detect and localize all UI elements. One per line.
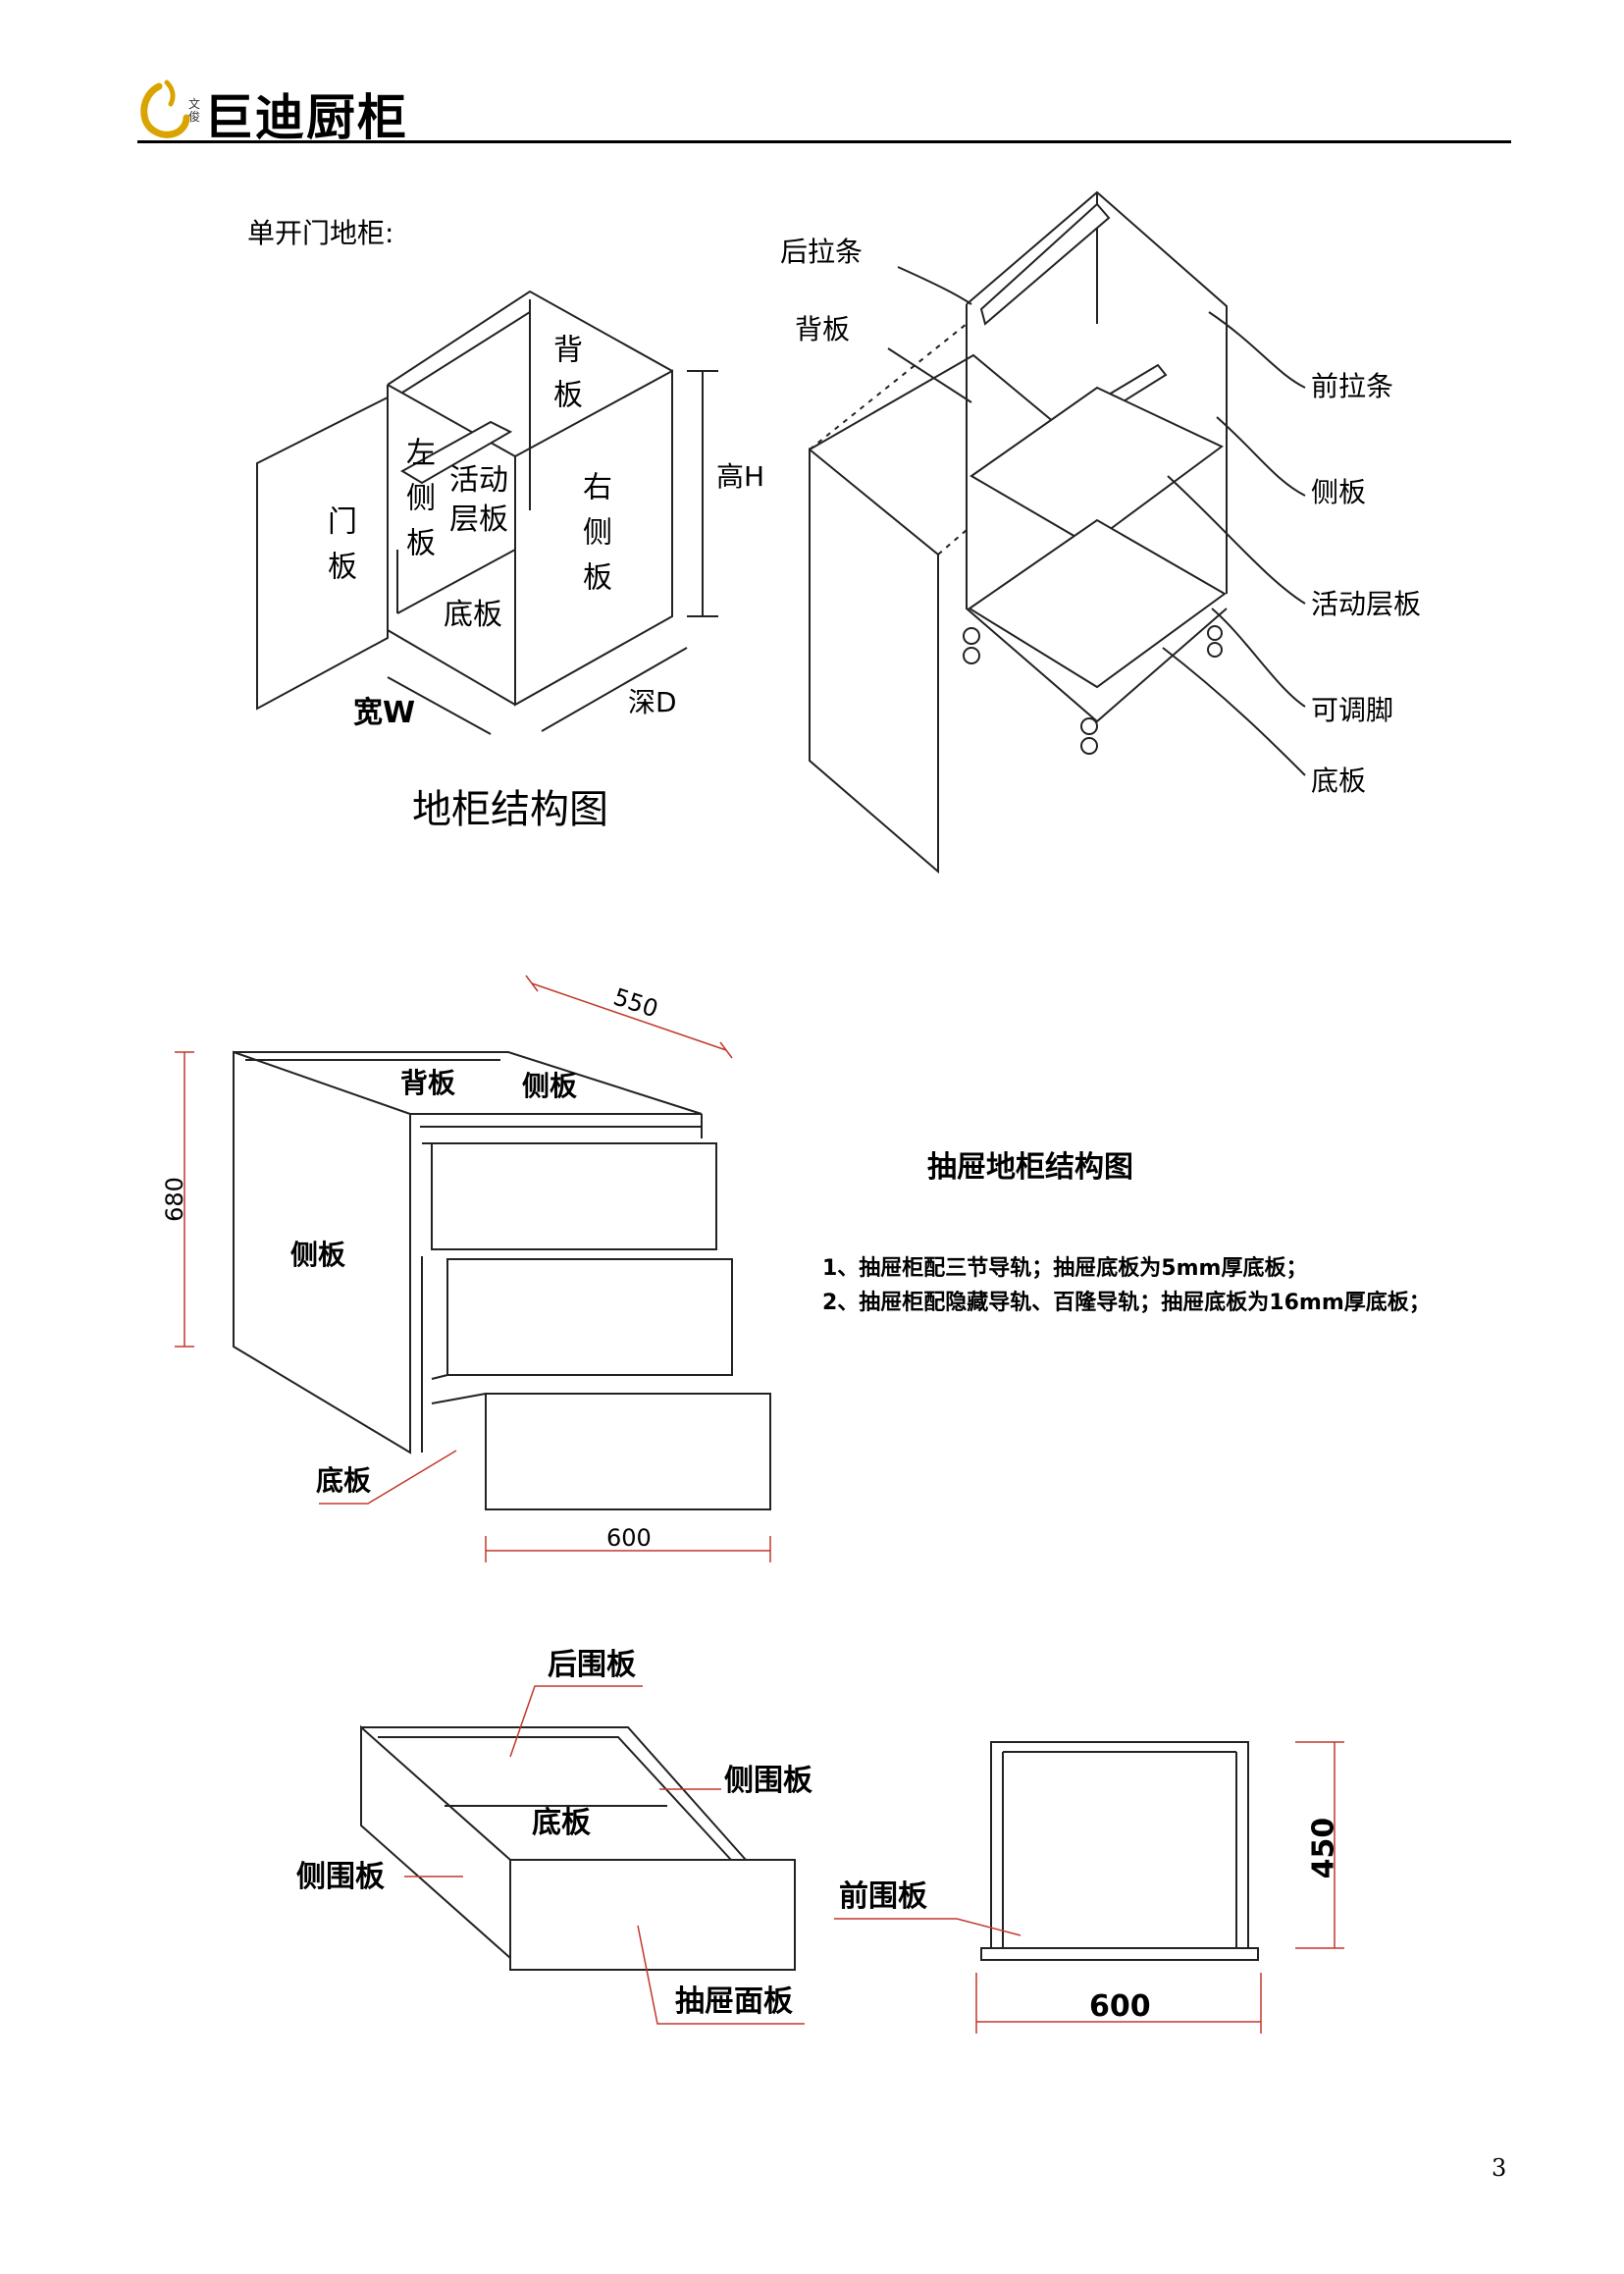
drawer-box-drawing — [360, 1724, 1259, 1971]
label-door-panel: 门板 — [322, 505, 356, 596]
callout-adjustable-shelf: 活动层板 — [1311, 588, 1422, 620]
drawer-label-side-panel: 侧板 — [290, 1239, 346, 1271]
drawer-label-back-panel: 背板 — [400, 1067, 456, 1099]
logo-subtext: 文俊 — [188, 97, 201, 124]
box-label-front-panel: 前围板 — [839, 1879, 927, 1914]
box-label-back-panel: 后围板 — [548, 1648, 636, 1682]
drawer-note-1: 1、抽屉柜配三节导轨；抽屉底板为5mm厚底板； — [822, 1256, 1308, 1281]
box-label-side-panel-left: 侧围板 — [296, 1860, 385, 1894]
base-cabinet-structure-caption: 地柜结构图 — [412, 787, 608, 832]
single-door-cabinet-drawing — [256, 290, 718, 735]
label-left-side-panel: 左侧板 — [400, 437, 435, 572]
brand-name: 巨迪厨柜 — [204, 89, 408, 146]
brand-logo-icon — [140, 79, 190, 138]
drawer-box-leaders — [404, 1685, 1344, 2034]
callout-back-panel: 背板 — [795, 313, 851, 345]
label-adjustable-shelf: 活动层板 — [449, 463, 508, 537]
drawer-cabinet-drawing — [233, 1050, 771, 1510]
box-label-side-panel-right: 侧围板 — [724, 1764, 812, 1798]
box-label-face-panel: 抽屉面板 — [675, 1984, 793, 2019]
header-divider — [137, 140, 1511, 143]
callout-rear-rail: 后拉条 — [780, 236, 864, 268]
single-door-cabinet-title: 单开门地柜: — [247, 217, 394, 249]
label-height: 高H — [716, 460, 765, 493]
label-depth: 深D — [628, 686, 677, 718]
box-dim-height-450: 450 — [1306, 1817, 1341, 1879]
box-dim-width-600: 600 — [1089, 1989, 1151, 2024]
drawer-note-2: 2、抽屉柜配隐藏导轨、百隆导轨；抽屉底板为16mm厚底板； — [822, 1291, 1431, 1315]
callout-front-rail: 前拉条 — [1311, 370, 1394, 402]
drawer-cabinet-structure-title: 抽屉地柜结构图 — [927, 1150, 1133, 1185]
drawer-label-bottom-panel: 底板 — [316, 1464, 372, 1497]
page-number: 3 — [1492, 2154, 1507, 2182]
exploded-cabinet-drawing — [809, 190, 1306, 874]
label-back-panel: 背板 — [548, 334, 582, 424]
label-bottom-panel: 底板 — [444, 598, 502, 632]
drawer-cabinet-dimensions — [175, 975, 771, 1562]
callout-bottom-panel: 底板 — [1311, 765, 1367, 797]
box-label-bottom-panel: 底板 — [532, 1806, 591, 1840]
callout-side-panel: 侧板 — [1311, 476, 1367, 508]
label-width: 宽W — [353, 696, 416, 730]
dim-width-600: 600 — [606, 1524, 652, 1552]
label-right-side-panel: 右侧板 — [577, 471, 611, 607]
dim-height-680: 680 — [160, 1177, 188, 1222]
drawer-label-side-panel-top: 侧板 — [522, 1070, 578, 1102]
page-header: 文俊 巨迪厨柜 — [137, 59, 1511, 147]
callout-adjustable-foot: 可调脚 — [1311, 694, 1394, 726]
